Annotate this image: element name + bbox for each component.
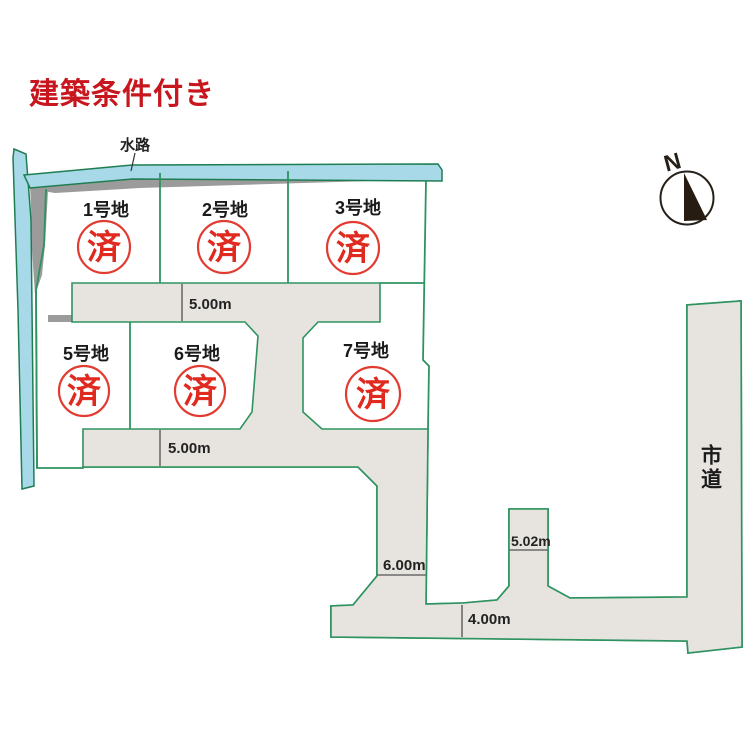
north-label: N (661, 147, 684, 176)
measure-south-access: 6.00m (383, 557, 426, 574)
waterway-leader-line (130, 152, 136, 172)
plot-left-boundary (35, 188, 47, 469)
lot5-sold-stamp: 済 (57, 364, 111, 418)
city-road-label: 市道 (699, 443, 723, 492)
north-arrow-icon: N (659, 147, 715, 226)
lot7-sold-stamp: 済 (344, 365, 402, 423)
svg-text:済: 済 (356, 376, 391, 414)
svg-text:済: 済 (67, 373, 102, 411)
lot6-label: 6号地 (174, 343, 220, 364)
measure-upper-road: 5.00m (189, 296, 232, 313)
measure-east-access: 5.02m (511, 533, 551, 549)
lot2-label: 2号地 (202, 199, 248, 220)
page-title: 建築条件付き (29, 77, 215, 111)
svg-text:済: 済 (336, 230, 371, 268)
lot2-sold-stamp: 済 (196, 219, 252, 275)
lot5-label: 5号地 (63, 343, 109, 364)
waterway-top-band (22, 163, 443, 189)
lot1-sold-stamp: 済 (76, 219, 132, 275)
waterway-left-strip (12, 147, 35, 490)
lot3-label: 3号地 (335, 197, 381, 218)
svg-text:済: 済 (87, 229, 122, 267)
channel-wedge-left (30, 186, 48, 295)
measure-middle-road: 5.00m (168, 440, 211, 457)
lot3-sold-stamp: 済 (325, 220, 381, 276)
lot1-label: 1号地 (83, 199, 129, 220)
waterway-label: 水路 (120, 136, 151, 154)
lot7-label: 7号地 (343, 340, 389, 361)
measure-bottom-road: 4.00m (468, 611, 511, 628)
svg-text:済: 済 (207, 229, 242, 267)
lot6-sold-stamp: 済 (173, 364, 227, 418)
svg-text:済: 済 (183, 373, 218, 411)
road-network (71, 282, 743, 654)
